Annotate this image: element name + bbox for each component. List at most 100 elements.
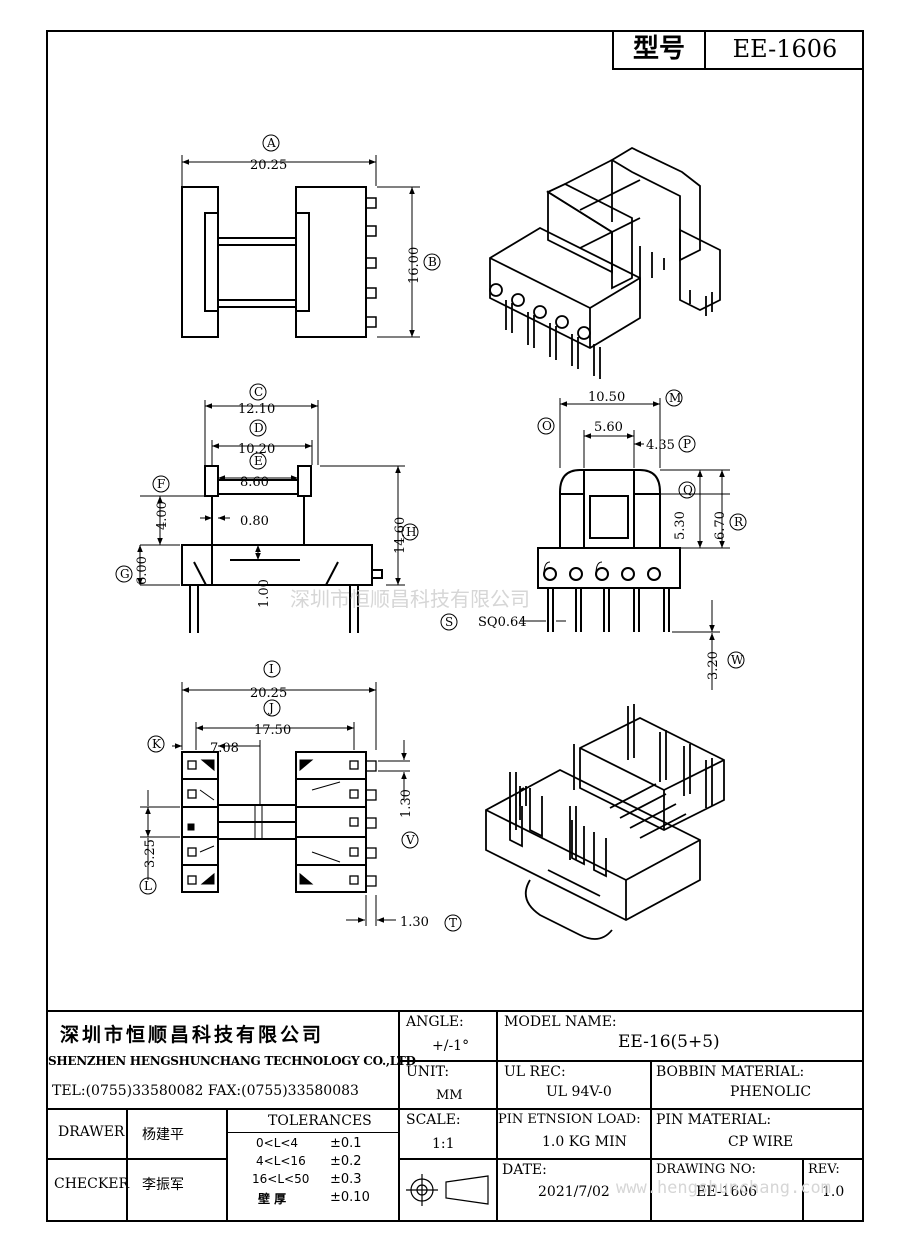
drawer-name: 杨建平 <box>142 1127 184 1143</box>
company-name-cn: 深圳市恒顺昌科技有限公司 <box>60 1024 325 1046</box>
drawer-label: DRAWER <box>58 1124 125 1140</box>
ref-circle-d: D <box>249 419 267 437</box>
divider <box>226 1110 228 1222</box>
ref-circle-o: O <box>537 417 555 435</box>
model-name-value: EE-16(5+5) <box>618 1032 720 1052</box>
svg-text:L: L <box>144 879 152 893</box>
ref-circle-k: K <box>147 735 165 753</box>
front-view-dims <box>137 400 405 586</box>
dim-r-value: 6.70 <box>713 511 728 540</box>
dim-j-value: 17.50 <box>254 723 291 738</box>
divider <box>398 1158 864 1160</box>
ref-circle-i: I <box>263 660 281 678</box>
bottom-view <box>181 751 377 893</box>
dim-w-value: 3.20 <box>706 651 721 680</box>
dim-d-value: 10.20 <box>238 442 275 457</box>
svg-text:D: D <box>254 421 264 435</box>
dim-100-value: 1.00 <box>257 579 272 608</box>
title-block: 深圳市恒顺昌科技有限公司 SHENZHEN HENGSHUNCHANG TECH… <box>46 1010 864 1222</box>
svg-text:G: G <box>120 567 130 581</box>
dim-f-value: 4.00 <box>155 501 170 530</box>
ref-circle-l: L <box>139 877 157 895</box>
bobbin-value: PHENOLIC <box>730 1084 812 1100</box>
divider <box>650 1060 652 1222</box>
model-header-label: 型号 <box>614 30 706 68</box>
dim-g-value: 6.00 <box>135 556 150 585</box>
svg-text:E: E <box>254 454 263 468</box>
dim-l-value: 3.25 <box>143 839 158 868</box>
company-tel: TEL:(0755)33580082 FAX:(0755)33580083 <box>52 1083 359 1099</box>
dim-v-value: 1.30 <box>399 789 414 818</box>
ul-label: UL REC: <box>504 1064 566 1080</box>
svg-text:O: O <box>542 419 552 433</box>
reference-letters: A B C D E F G H M O P Q R S W I J K L V … <box>115 134 747 932</box>
dim-m-value: 10.50 <box>588 390 625 405</box>
date-value: 2021/7/02 <box>538 1184 610 1200</box>
ref-circle-q: Q <box>678 481 696 499</box>
ref-circle-w: W <box>727 651 745 669</box>
scale-label: SCALE: <box>406 1112 461 1128</box>
svg-text:B: B <box>428 255 437 269</box>
svg-text:I: I <box>269 662 274 676</box>
company-name-en: SHENZHEN HENGSHUNCHANG TECHNOLOGY CO.,LT… <box>48 1054 416 1068</box>
divider <box>398 1108 864 1110</box>
side-view-right <box>537 469 681 632</box>
model-header: 型号 EE-1606 <box>612 30 864 70</box>
svg-text:P: P <box>683 437 691 451</box>
svg-text:S: S <box>445 615 453 629</box>
pin-load-label: PIN ETNSION LOAD: <box>498 1112 641 1127</box>
dim-i-value: 20.25 <box>250 686 287 701</box>
ref-circle-t: T <box>444 914 462 932</box>
dim-q-value: 5.30 <box>673 511 688 540</box>
svg-text:K: K <box>152 737 162 751</box>
tolerance-value-3: ±0.3 <box>330 1172 362 1187</box>
technical-drawing: 20.25 16.00 12.10 10.20 8.60 0.80 4.00 6… <box>115 134 747 940</box>
tolerance-range-2: 4<L<16 <box>256 1154 306 1168</box>
tolerance-range-1: 0<L<4 <box>256 1136 299 1150</box>
tolerance-range-3: 16<L<50 <box>252 1172 310 1186</box>
rev-value: 1.0 <box>822 1184 845 1200</box>
checker-label: CHECKER <box>54 1176 130 1192</box>
tolerance-value-2: ±0.2 <box>330 1154 362 1169</box>
bottom-view-dims <box>140 682 410 926</box>
svg-text:W: W <box>731 653 744 667</box>
projection-symbol-icon <box>406 1174 489 1206</box>
dim-o-value: 5.60 <box>594 420 623 435</box>
ref-circle-f: F <box>152 475 170 493</box>
dim-080-value: 0.80 <box>240 514 269 529</box>
pin-material-value: CP WIRE <box>728 1134 794 1150</box>
svg-text:Q: Q <box>683 483 693 497</box>
divider <box>226 1132 398 1133</box>
ref-circle-p: P <box>678 435 696 453</box>
divider <box>398 1060 864 1062</box>
ref-circle-m: M <box>665 389 683 407</box>
svg-text:J: J <box>267 701 274 715</box>
svg-text:F: F <box>157 477 165 491</box>
angle-value: +/-1° <box>432 1038 470 1054</box>
dim-a-value: 20.25 <box>250 158 287 173</box>
ref-circle-c: C <box>249 383 267 401</box>
date-label: DATE: <box>502 1162 547 1178</box>
front-view-left <box>181 465 383 633</box>
ref-circle-g: G <box>115 565 133 583</box>
ref-circle-v: V <box>401 831 419 849</box>
divider <box>126 1110 128 1222</box>
iso-view-top <box>489 146 721 379</box>
ref-circle-s: S <box>440 613 458 631</box>
svg-text:T: T <box>449 916 457 930</box>
dim-e-value: 8.60 <box>240 475 269 490</box>
checker-name: 李振军 <box>142 1177 184 1193</box>
unit-value: MM <box>436 1088 463 1103</box>
side-view-dims <box>520 398 730 690</box>
dim-c-value: 12.10 <box>238 402 275 417</box>
angle-label: ANGLE: <box>406 1014 464 1030</box>
svg-text:V: V <box>405 833 415 847</box>
pin-load-value: 1.0 KG MIN <box>542 1134 627 1150</box>
divider <box>46 1108 398 1110</box>
divider <box>802 1158 804 1222</box>
svg-text:H: H <box>406 525 416 539</box>
tolerances-label: TOLERANCES <box>268 1113 372 1129</box>
tolerance-value-4: ±0.10 <box>330 1190 370 1205</box>
model-name-label: MODEL NAME: <box>504 1014 617 1030</box>
dim-p-value: 4.35 <box>646 438 675 453</box>
